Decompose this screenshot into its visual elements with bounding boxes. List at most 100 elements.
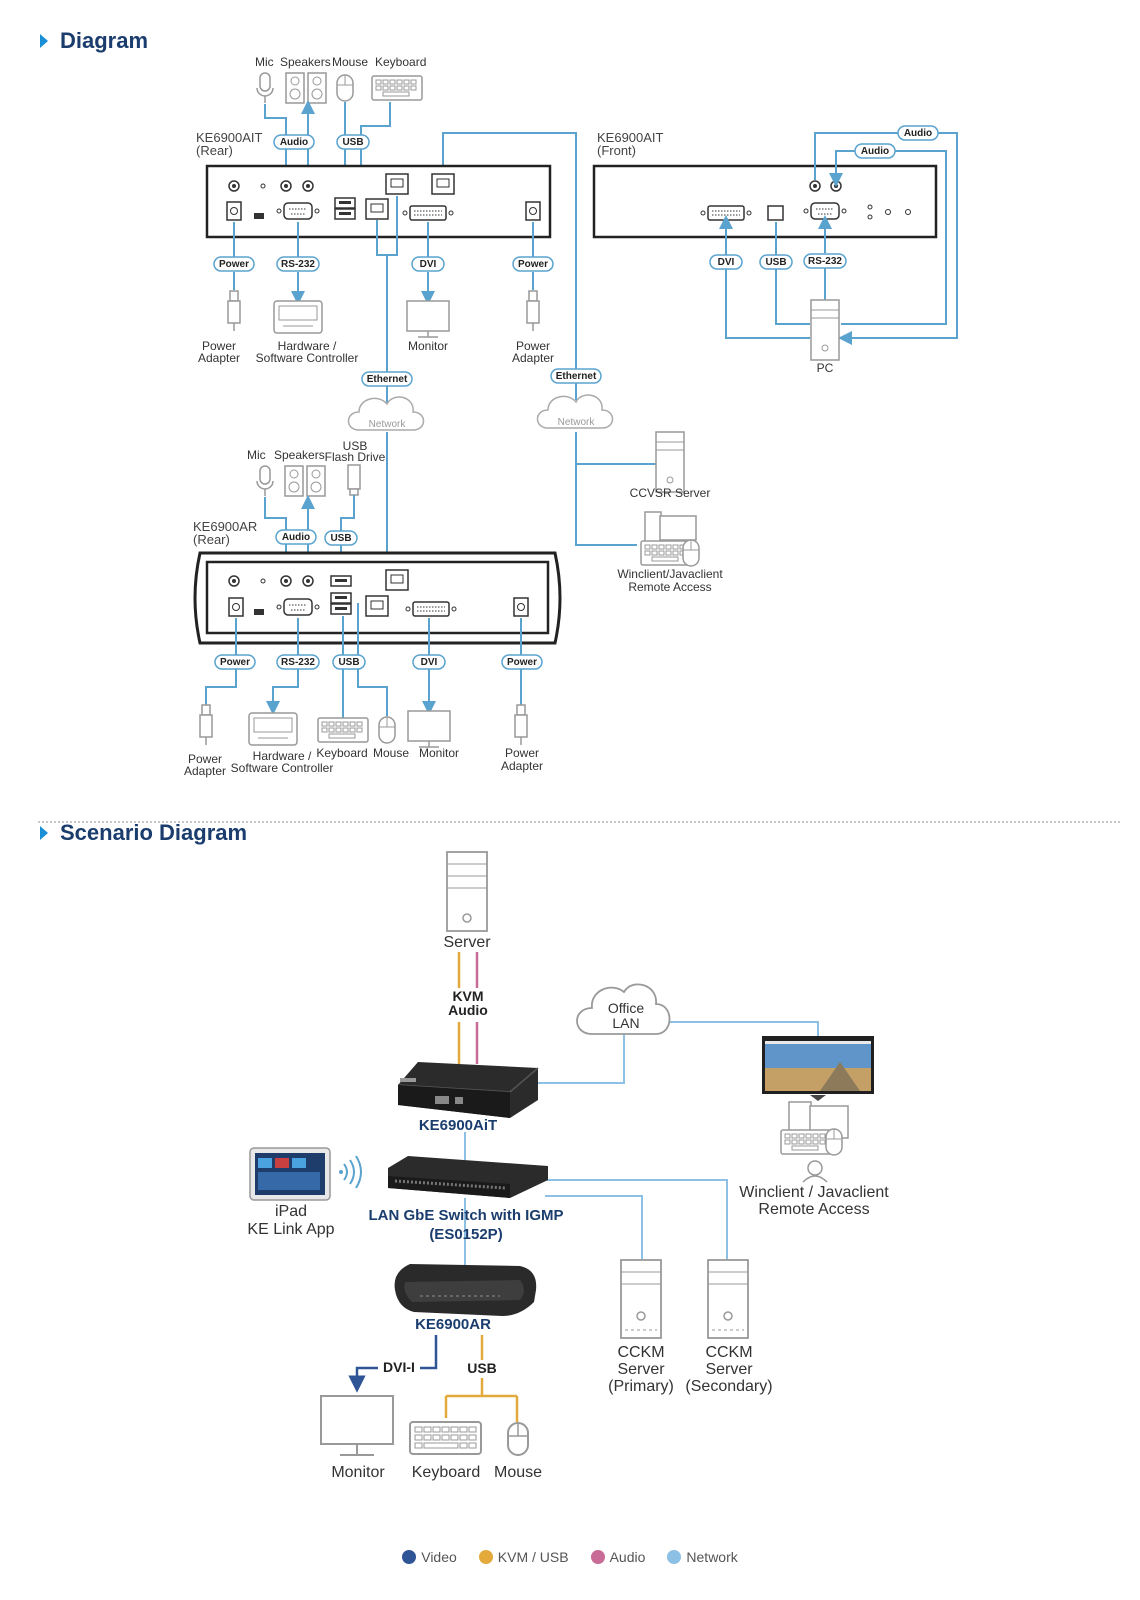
tx-front-pills: Audio Audio DVI USB RS-232 <box>709 125 939 270</box>
svg-text:Mic: Mic <box>247 448 266 462</box>
svg-text:Adapter: Adapter <box>198 351 240 365</box>
receiver-label: KE6900AR <box>415 1316 491 1333</box>
svg-text:CCKM: CCKM <box>617 1344 664 1361</box>
svg-text:Monitor: Monitor <box>408 339 448 353</box>
ke-link-label: KE Link App <box>247 1221 334 1238</box>
svg-text:CCKM: CCKM <box>705 1344 752 1361</box>
ccvsr-label: CCVSR Server <box>630 486 711 500</box>
tx-rear-model: KE6900AIT <box>196 130 263 145</box>
monitor-icon <box>407 710 451 748</box>
sc-transmitter-device <box>397 1062 539 1118</box>
legend-label: Video <box>421 1549 457 1565</box>
cckm-primary-server <box>620 1259 662 1339</box>
usb-label: USB <box>467 1360 497 1376</box>
svg-text:Adapter: Adapter <box>184 764 226 778</box>
svg-text:Monitor: Monitor <box>419 746 459 760</box>
sc-monitor <box>320 1395 394 1456</box>
legend-item-audio: Audio <box>590 1549 645 1565</box>
pc-tower-icon <box>810 299 840 361</box>
dvi-label: DVI-I <box>383 1359 415 1375</box>
svg-text:USB: USB <box>765 257 786 268</box>
svg-text:Power: Power <box>220 657 250 668</box>
diagram-title: Diagram <box>60 28 149 53</box>
svg-text:Audio: Audio <box>282 532 310 543</box>
scenario-title: Scenario Diagram <box>60 820 248 845</box>
speaker-icon <box>306 465 326 497</box>
speaker-icon <box>307 72 327 104</box>
mic-icon <box>256 72 274 104</box>
speaker-icon <box>285 72 305 104</box>
top-peripherals: Mic Speakers Mouse Keyboard <box>255 55 426 104</box>
svg-text:USB: USB <box>330 533 351 544</box>
cckm-secondary-server <box>707 1259 749 1339</box>
svg-text:Power: Power <box>516 339 550 353</box>
ipad-device <box>249 1147 362 1201</box>
sc-keyboard <box>409 1421 482 1455</box>
tx-rear-label: KE6900AIT (Rear) <box>196 130 263 158</box>
rx-pills-bottom: Power RS-232 USB DVI Power <box>214 654 543 670</box>
pill-power: Power <box>518 259 548 270</box>
svg-text:USB: USB <box>343 439 368 453</box>
svg-text:Remote Access: Remote Access <box>628 580 711 594</box>
keyboard-icon <box>371 75 423 101</box>
svg-text:Office: Office <box>608 1000 645 1016</box>
tx-rear-ports <box>226 173 541 221</box>
power-adapter-icon <box>227 290 241 332</box>
office-lan-cloud: Office LAN <box>576 983 671 1035</box>
pill-dvi: DVI <box>420 259 437 270</box>
tx-front-ports <box>700 180 911 221</box>
svg-text:Software Controller: Software Controller <box>231 761 334 775</box>
svg-text:Power: Power <box>507 657 537 668</box>
tx-pills: Audio USB Power RS-232 DVI Power <box>213 134 554 272</box>
svg-text:Adapter: Adapter <box>512 351 554 365</box>
network-label: Network <box>558 417 596 428</box>
keyboard-label: Keyboard <box>375 55 426 69</box>
tx-front-model: KE6900AIT <box>597 130 664 145</box>
tx-front-chassis <box>592 164 938 239</box>
rx-label: KE6900AR (Rear) <box>193 519 257 547</box>
diagram-heading: Diagram <box>40 28 148 54</box>
svg-text:Ethernet: Ethernet <box>367 374 408 385</box>
flash-drive-icon <box>347 464 361 496</box>
pill-usb: USB <box>342 137 363 148</box>
svg-text:(Primary): (Primary) <box>608 1378 674 1395</box>
rx-bottom-devices: Power Adapter Hardware / Software Contro… <box>184 704 543 778</box>
sc-switch-device <box>388 1156 548 1198</box>
speakers-label: Speakers <box>280 55 331 69</box>
svg-text:DVI: DVI <box>421 657 438 668</box>
server-label: Server <box>443 934 491 951</box>
tx-front-side: (Front) <box>597 143 636 158</box>
svg-text:LAN: LAN <box>612 1015 639 1031</box>
tx-front-lines <box>719 132 958 345</box>
sc-server: Server <box>443 851 491 951</box>
speaker-icon <box>284 465 304 497</box>
svg-text:Mouse: Mouse <box>373 746 409 760</box>
svg-text:Server: Server <box>705 1361 753 1378</box>
triangle-bullet-icon <box>40 34 48 48</box>
legend-item-network: Network <box>667 1549 738 1565</box>
legend-dot <box>590 1550 605 1564</box>
winclient-pc-icon <box>640 511 700 567</box>
scenario-heading: Scenario Diagram <box>40 820 247 846</box>
pill-rs232: RS-232 <box>281 259 315 270</box>
sc-mouse <box>507 1422 529 1456</box>
tx-front-label: KE6900AIT (Front) <box>597 130 664 158</box>
section-divider <box>38 821 1120 823</box>
sc-receiver-device <box>394 1264 537 1316</box>
power-adapter-icon <box>514 704 528 746</box>
tx-bottom-lines <box>233 196 534 372</box>
svg-text:Software Controller: Software Controller <box>256 351 359 365</box>
svg-text:(Secondary): (Secondary) <box>685 1378 772 1395</box>
pill-power: Power <box>219 259 249 270</box>
sc-winclient <box>762 1036 874 1183</box>
legend-dot <box>402 1550 417 1564</box>
tx-bottom-devices: Power Adapter Hardware / Software Contro… <box>198 290 554 365</box>
svg-text:RS-232: RS-232 <box>281 657 315 668</box>
keyboard-icon <box>317 717 369 743</box>
svg-text:Hardware /: Hardware / <box>278 339 337 353</box>
svg-text:Speakers: Speakers <box>274 448 325 462</box>
rx-peripherals: Mic Speakers USB Flash Drive <box>247 439 386 497</box>
network-label: Network <box>369 419 407 430</box>
legend-label: KVM / USB <box>497 1549 569 1565</box>
controller-icon <box>248 712 298 746</box>
